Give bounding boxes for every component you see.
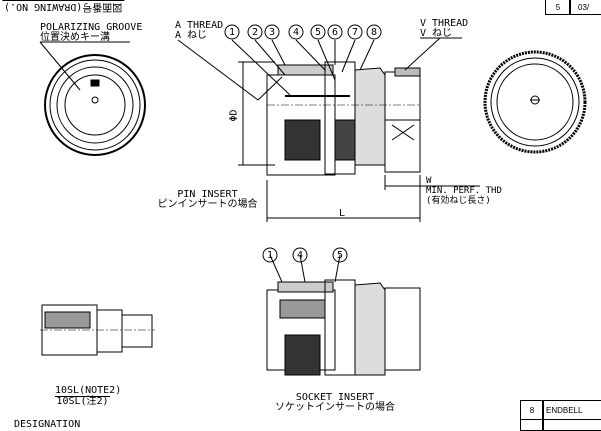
balloon-4: 4 <box>292 27 300 38</box>
balloon-2: 2 <box>251 27 259 38</box>
parts-table-row-next-name <box>542 419 601 431</box>
v-thread-label: V THREAD <box>420 18 469 29</box>
polarizing-groove-label: POLARIZING GROOVE <box>40 22 143 33</box>
socket-insert-caption-jp: ソケットインサートの場合 <box>275 402 395 413</box>
pin-insert-caption: PIN INSERT <box>177 189 238 200</box>
diameter-dimension: ΦD <box>228 109 240 122</box>
balloon-1: 1 <box>228 27 236 38</box>
v-thread-label-jp: V ねじ <box>420 28 453 39</box>
parts-table-row-next <box>520 419 544 431</box>
balloon-6: 6 <box>331 27 339 38</box>
pin-balloons <box>224 24 382 40</box>
sheet-cell: 5 <box>545 0 571 15</box>
socket-balloon-4: 4 <box>296 250 304 261</box>
parts-table-name: ENDBELL <box>542 400 601 420</box>
socket-insert-caption: SOCKET INSERT <box>295 392 375 403</box>
balloon-5: 5 <box>314 27 322 38</box>
pin-insert-caption-jp: ピンインサートの場合 <box>157 199 258 210</box>
balloon-8: 8 <box>370 27 378 38</box>
min-perf-thd-label: MIN. PERF. THD <box>426 186 502 196</box>
pin-insert-section <box>177 37 480 222</box>
front-view-pin <box>39 41 146 156</box>
a-thread-label-jp: A ねじ <box>175 30 208 41</box>
parts-table-no: 8 <box>520 400 544 420</box>
variant-label: 10SL(NOTE2) <box>55 385 122 397</box>
variant-label-jp: 10SL(注2) <box>56 396 109 407</box>
balloon-3: 3 <box>268 27 276 38</box>
a-thread-label: A THREAD <box>175 20 224 31</box>
rear-view <box>483 50 587 154</box>
min-perf-thd-label-jp: (有効ねじ長さ) <box>426 196 491 206</box>
w-dimension: W <box>426 176 432 186</box>
socket-balloons <box>262 247 348 263</box>
length-dimension: L <box>339 208 346 219</box>
socket-balloon-5: 5 <box>336 250 344 261</box>
variant-10sl-section <box>40 304 155 356</box>
socket-insert-section <box>266 254 421 376</box>
date-cell: 03/ <box>569 0 601 15</box>
polarizing-groove-label-jp: 位置決めキー溝 <box>40 32 110 43</box>
balloon-7: 7 <box>351 27 359 38</box>
socket-balloon-1: 1 <box>266 250 274 261</box>
